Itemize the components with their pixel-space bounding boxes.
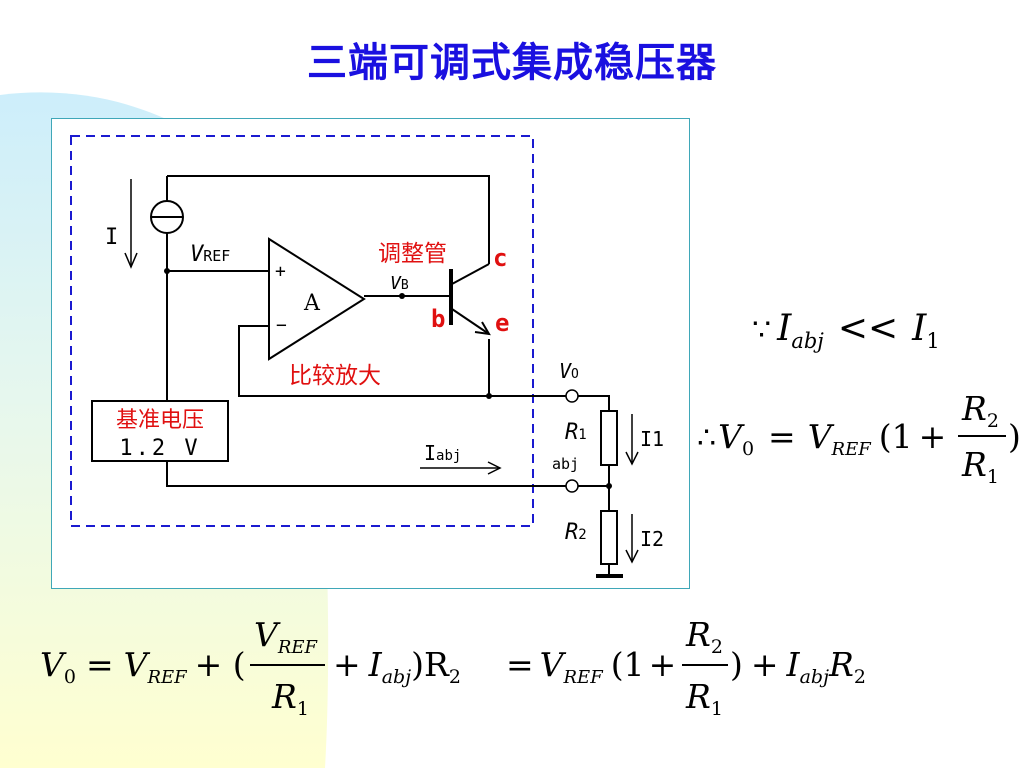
ic-boundary	[70, 135, 534, 527]
adj-terminal-label: abj	[552, 455, 579, 473]
vb-label: VB	[390, 273, 409, 294]
r2-resistor	[600, 510, 618, 565]
i1-arrow-icon	[625, 414, 639, 466]
collector-label: c	[493, 244, 507, 272]
reference-value: 1.2 V	[119, 436, 200, 461]
r1-resistor	[600, 410, 618, 466]
i2-label: I2	[640, 527, 664, 551]
adj-terminal	[565, 479, 579, 493]
slide-title: 三端可调式集成稳压器	[307, 40, 717, 86]
i2-arrow-icon	[625, 514, 639, 564]
transistor-label: 调整管	[378, 241, 447, 267]
current-source-label: I	[105, 225, 118, 250]
current-source-icon	[150, 200, 184, 234]
r1-label: R1	[565, 420, 587, 445]
iabj-arrow-icon	[420, 461, 502, 475]
iabj-label: Iabj	[424, 441, 461, 465]
reference-label: 基准电压	[116, 408, 204, 433]
emitter-label: e	[495, 309, 509, 337]
current-arrow-icon	[124, 179, 138, 269]
opamp-minus-label: −	[276, 315, 287, 336]
vo-label: VO	[559, 359, 579, 383]
circuit-diagram: I VREF + − A VB 调整管 c b e	[70, 135, 664, 578]
base-label: b	[431, 305, 445, 333]
junction-dots	[164, 268, 612, 489]
vref-label: VREF	[190, 242, 230, 267]
circuit-wires	[166, 175, 610, 575]
opamp-plus-label: +	[275, 261, 286, 282]
transistor-symbol	[449, 263, 491, 336]
opamp-label: A	[303, 291, 321, 316]
reference-block	[91, 400, 229, 462]
opamp-symbol	[268, 237, 366, 361]
vo-terminal	[565, 389, 579, 403]
comparator-label: 比较放大	[289, 363, 381, 389]
i1-label: I1	[640, 427, 664, 451]
circuit-panel: I VREF + − A VB 调整管 c b e	[51, 118, 690, 589]
r2-label: R2	[565, 520, 587, 545]
